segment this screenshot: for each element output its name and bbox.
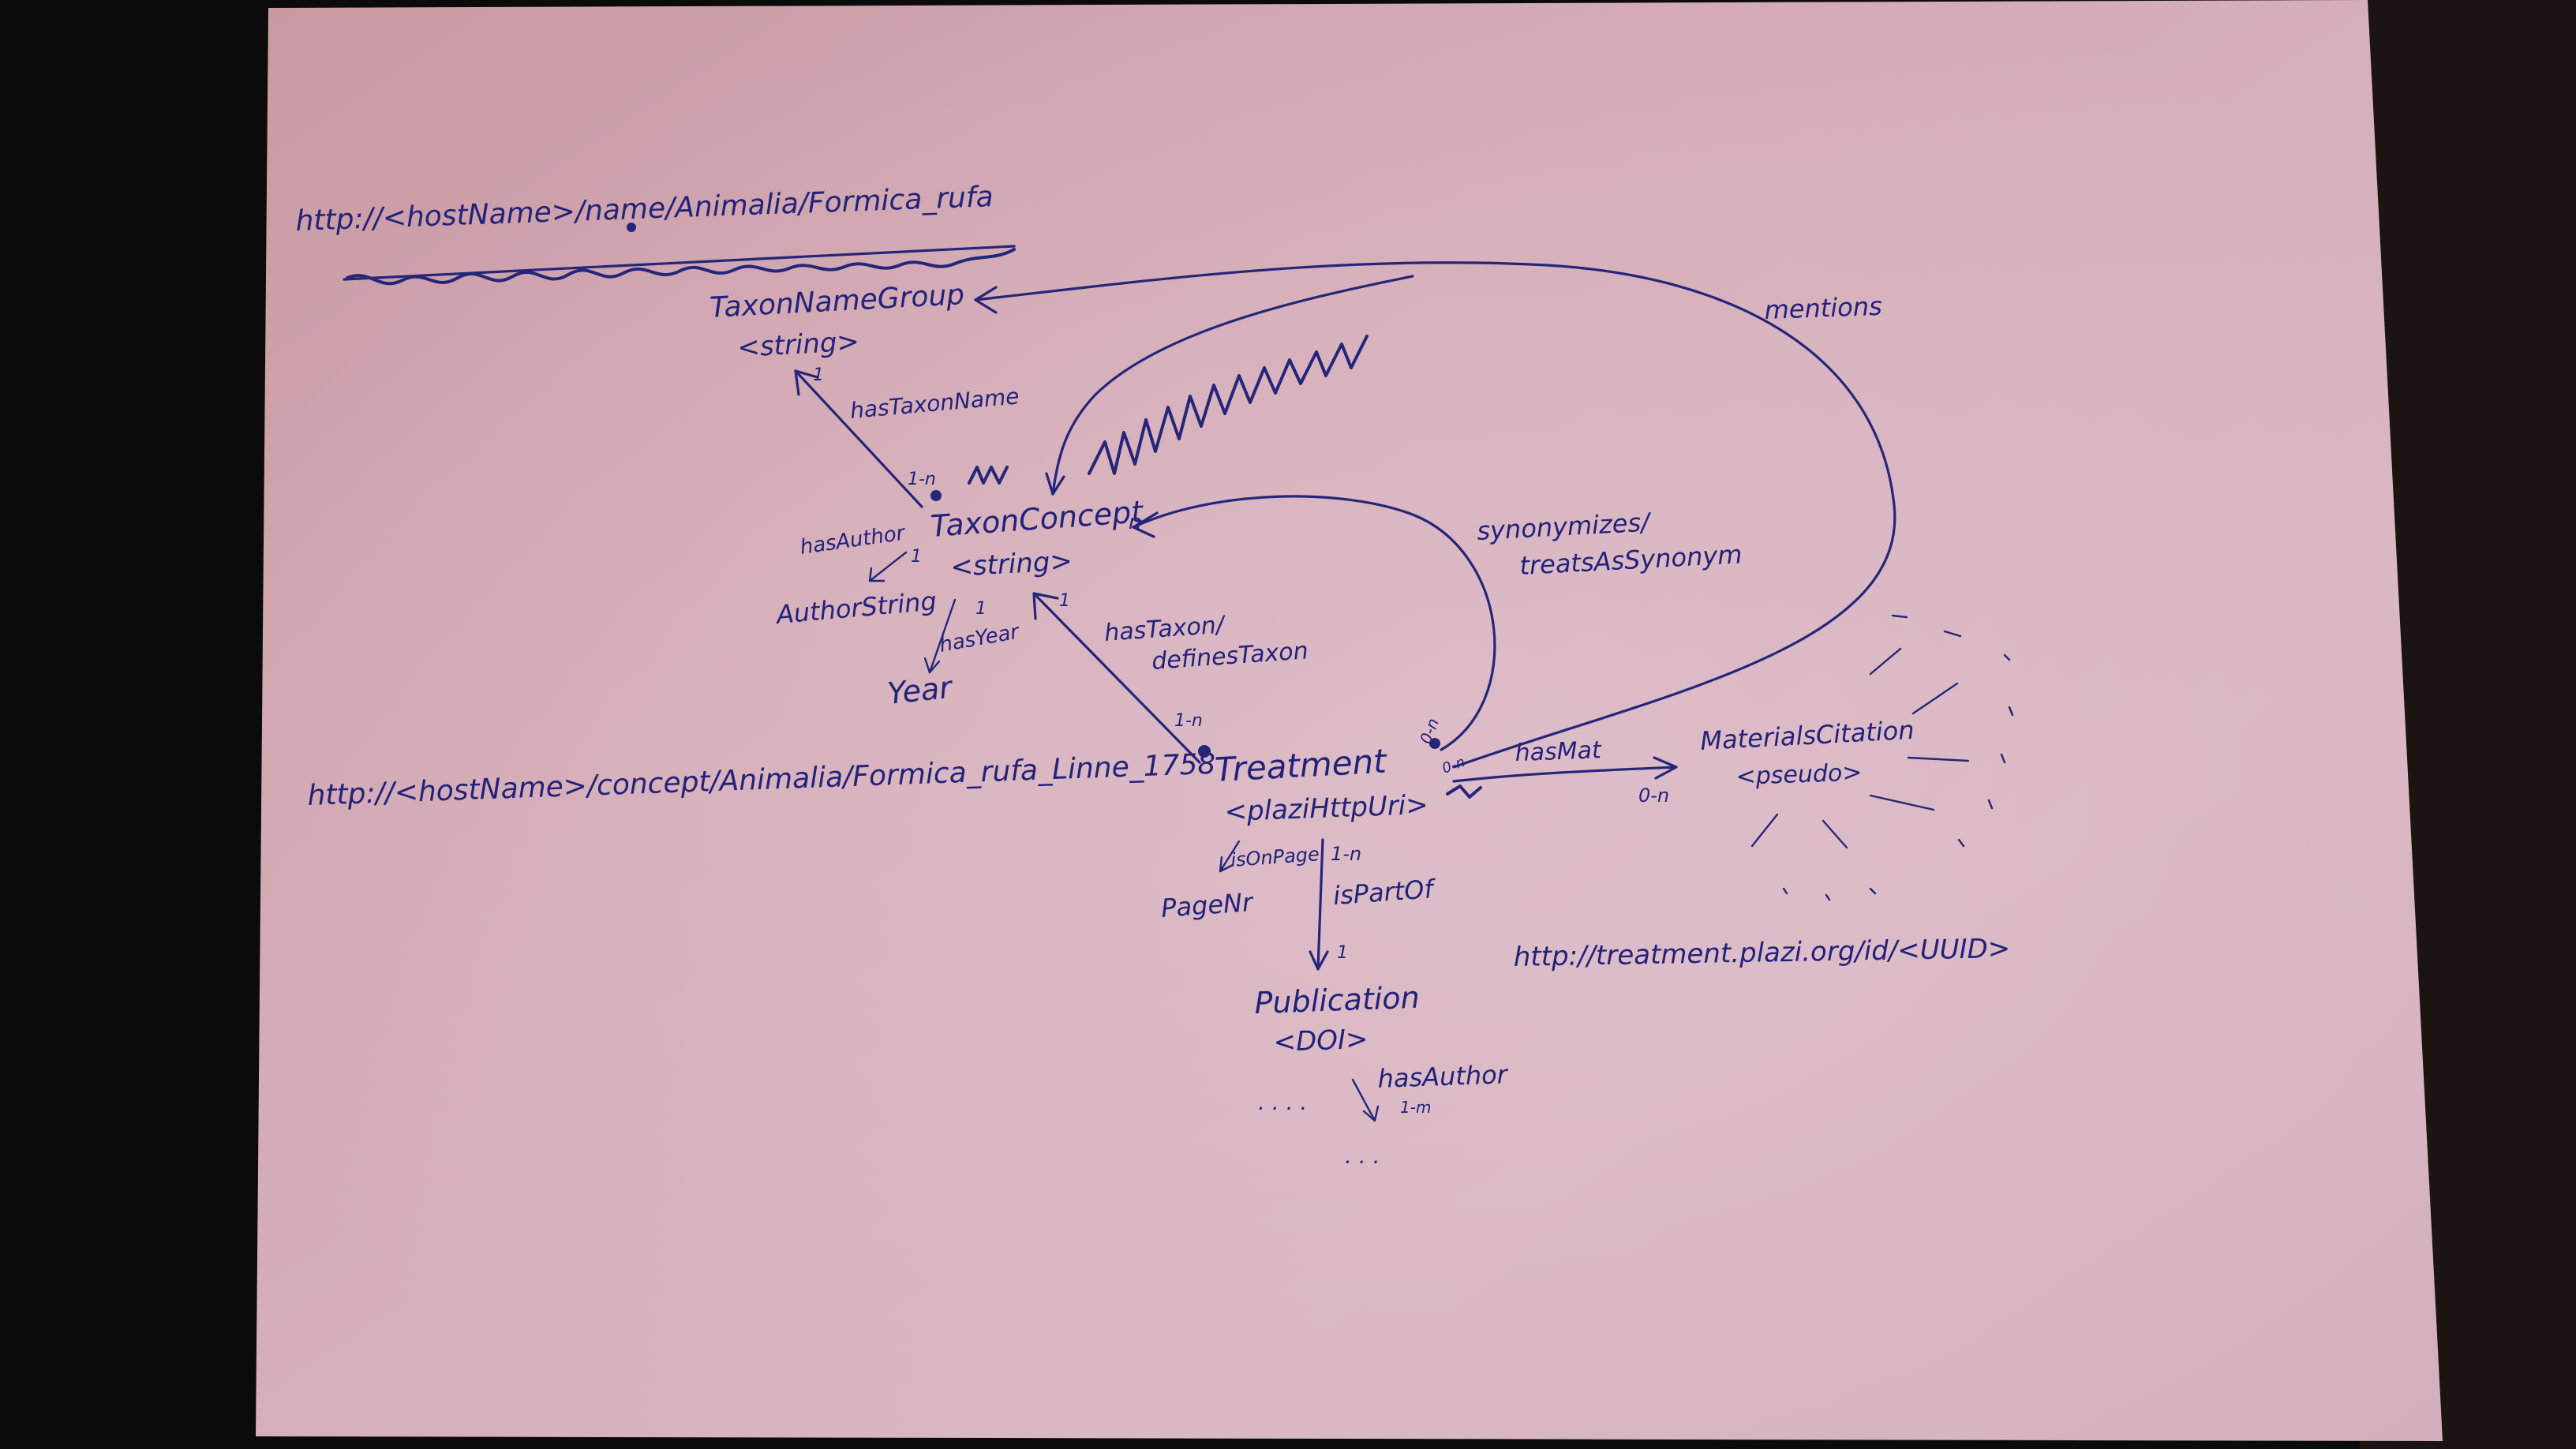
node-taxon-concept: TaxonConcept <string> xyxy=(930,494,1146,583)
materials-citation-type: <pseudo> xyxy=(1735,758,1863,791)
taxon-concept-type: <string> xyxy=(949,545,1073,583)
edge-publication-has-author xyxy=(1351,1078,1376,1122)
node-taxon-name-group: TaxonNameGroup <string> xyxy=(709,279,965,364)
page-nr-label: PageNr xyxy=(1160,887,1255,923)
edge-mentions xyxy=(974,261,1896,769)
edge-has-taxon-label-2: definesTaxon xyxy=(1151,637,1309,676)
scribble-near-treatment xyxy=(1446,784,1482,799)
edge-has-author-label: hasAuthor xyxy=(799,521,908,560)
edge-mentions-label: mentions xyxy=(1764,291,1882,325)
card-concept-taxon-1: 1 xyxy=(1059,591,1070,611)
edge-has-mat-label: hasMat xyxy=(1515,736,1602,767)
ink-blot-url xyxy=(627,223,636,232)
card-syn-n: n xyxy=(1129,511,1141,534)
edge-is-part-of xyxy=(1316,838,1324,971)
scribble-near-concept xyxy=(968,466,1009,485)
edge-has-taxon-name xyxy=(794,369,923,508)
arrowhead-is-on-page xyxy=(1219,856,1234,873)
taxon-concept-label: TaxonConcept xyxy=(930,494,1146,544)
card-year-1: 1 xyxy=(975,599,987,619)
publication-label: Publication xyxy=(1254,980,1421,1020)
node-treatment: Treatment <plaziHttpUri> xyxy=(1214,742,1428,828)
card-syn-0n-2: 0-n xyxy=(1440,754,1468,777)
ink-blot-concept xyxy=(930,490,942,501)
materials-citation-burst xyxy=(1750,614,2014,901)
arrowhead-struck-curve xyxy=(1045,472,1065,496)
treatment-label: Treatment xyxy=(1214,742,1388,789)
edge-synonymizes-label-2: treatsAsSynonym xyxy=(1518,539,1743,581)
node-materials-citation: MaterialsCitation <pseudo> xyxy=(1699,715,1915,791)
card-pub-1m: 1-m xyxy=(1400,1098,1431,1117)
arrowhead-mentions xyxy=(974,286,998,314)
ellipsis-left: . . . . xyxy=(1258,1089,1307,1115)
card-treatment-1n: 1-n xyxy=(1174,711,1203,731)
card-concept-1n: 1-n xyxy=(908,470,936,489)
node-author-string: AuthorString xyxy=(773,586,938,630)
edge-has-year-label: hasYear xyxy=(938,620,1023,657)
edge-is-part-of-label: isPartOf xyxy=(1332,874,1438,911)
arrowhead-has-year xyxy=(923,657,941,674)
node-page-nr: PageNr xyxy=(1160,887,1255,923)
node-year: Year xyxy=(886,669,955,711)
card-pub-1: 1 xyxy=(1337,943,1348,963)
publication-type: <DOI> xyxy=(1273,1024,1368,1058)
edge-is-on-page xyxy=(1219,840,1241,873)
arrowhead-has-taxon xyxy=(1032,592,1059,620)
card-pub-1n: 1-n xyxy=(1331,843,1361,865)
edge-has-taxon-name-label: hasTaxonName xyxy=(849,383,1020,424)
edge-synonymizes xyxy=(1132,495,1496,751)
taxon-name-group-type: <string> xyxy=(736,326,859,364)
arrowhead-publication-has-author xyxy=(1362,1105,1380,1122)
edge-is-on-page-label: isOnPage xyxy=(1230,843,1320,871)
year-label: Year xyxy=(886,669,955,711)
author-string-label: AuthorString xyxy=(773,586,938,630)
arrowhead-has-taxon-name xyxy=(794,369,819,396)
concept-url: http://<hostName>/concept/Animalia/Formi… xyxy=(307,748,1216,812)
name-url: http://<hostName>/name/Animalia/Formica_… xyxy=(295,181,994,238)
arrowhead-has-mat xyxy=(1653,756,1678,780)
struck-curve-scribble xyxy=(1088,335,1368,475)
edge-publication-has-author-label: hasAuthor xyxy=(1377,1059,1509,1094)
edge-has-mat xyxy=(1452,766,1678,783)
edge-synonymizes-label-1: synonymizes/ xyxy=(1476,507,1653,546)
arrowhead-is-part-of xyxy=(1309,950,1329,971)
arrowhead-has-author xyxy=(868,567,886,582)
card-name-1: 1 xyxy=(813,365,824,385)
name-url-strike xyxy=(343,245,1016,281)
ellipsis-bottom: . . . xyxy=(1345,1143,1380,1169)
node-publication: Publication <DOI> xyxy=(1254,980,1421,1058)
treatment-url: http://treatment.plazi.org/id/<UUID> xyxy=(1513,933,2010,973)
ink-blot-syn xyxy=(1429,738,1440,749)
taxon-name-group-label: TaxonNameGroup xyxy=(709,279,965,324)
edge-has-taxon-label-1: hasTaxon/ xyxy=(1103,611,1227,647)
edge-has-year xyxy=(928,598,957,674)
treatment-type: <plaziHttpUri> xyxy=(1224,789,1429,828)
arrowhead-synonymizes xyxy=(1132,511,1159,538)
ink-blot-treatment xyxy=(1198,745,1211,758)
name-url-scribble xyxy=(346,248,1016,286)
card-author-1: 1 xyxy=(911,547,922,567)
materials-citation-label: MaterialsCitation xyxy=(1699,715,1915,756)
edge-has-taxon xyxy=(1032,592,1201,764)
card-mat-0n: 0-n xyxy=(1638,784,1669,807)
edge-struck-curve xyxy=(1051,275,1414,496)
edge-has-author xyxy=(868,551,908,582)
